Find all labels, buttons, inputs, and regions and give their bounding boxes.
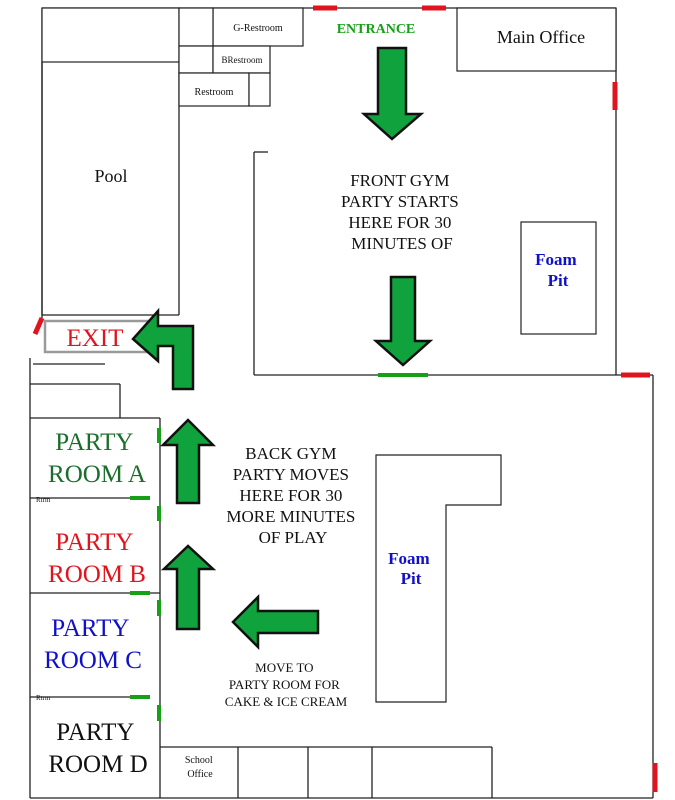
- back-gym-text: BACK GYM PARTY MOVES HERE FOR 30 MORE MI…: [226, 444, 359, 547]
- party-room-d-label: PARTY ROOM D: [48, 719, 147, 778]
- exit-box: [43, 319, 153, 354]
- front-gym-line: HERE FOR 30: [348, 213, 451, 232]
- party-room-a-label: PARTY ROOM A: [48, 429, 146, 488]
- party-room-c-line: PARTY: [51, 615, 129, 642]
- labels: ENTRANCE Main Office G-Restroom BRestroo…: [36, 22, 585, 780]
- b-restroom: [212, 45, 271, 74]
- school-office-line: Office: [187, 769, 213, 780]
- front-gym-line: PARTY STARTS: [341, 192, 459, 211]
- restroom: [178, 72, 250, 107]
- move-to-text: MOVE TO PARTY ROOM FOR CAKE & ICE CREAM: [225, 660, 348, 709]
- move-to-line: PARTY ROOM FOR: [229, 677, 340, 692]
- restroom-label: Restroom: [195, 87, 234, 98]
- arrow-left: [231, 593, 320, 651]
- front-gym-walls: [253, 151, 616, 376]
- front-gym-line: MINUTES OF: [351, 234, 453, 253]
- school-office-label: School Office: [185, 755, 215, 780]
- gym-arrow-down: [372, 275, 434, 367]
- arrow-up-lower: [160, 544, 217, 631]
- g-restroom-label: G-Restroom: [233, 23, 283, 34]
- move-to-line: MOVE TO: [255, 660, 313, 675]
- party-room-b-line: PARTY: [55, 529, 133, 556]
- bottom-rooms: [160, 746, 493, 798]
- back-gym-line: HERE FOR 30: [239, 486, 342, 505]
- main-office-label: Main Office: [497, 27, 585, 47]
- foam-pit-back-label: Foam Pit: [388, 549, 434, 588]
- entrance-label: ENTRANCE: [337, 22, 416, 37]
- exit-area: [30, 319, 160, 419]
- party-room-c-line: ROOM C: [44, 647, 142, 674]
- party-room-c-label: PARTY ROOM C: [44, 615, 142, 674]
- g-restroom: [212, 7, 304, 47]
- main-office: [456, 7, 617, 72]
- restroom-block: [178, 7, 304, 107]
- pool-area: [41, 7, 180, 316]
- exit-label: EXIT: [67, 325, 124, 352]
- party-room-d-line: ROOM D: [48, 751, 147, 778]
- arrow-up-upper: [159, 418, 217, 505]
- back-gym-line: PARTY MOVES: [233, 465, 349, 484]
- red-doors: [32, 5, 658, 792]
- front-gym-text: FRONT GYM PARTY STARTS HERE FOR 30 MINUT…: [341, 171, 463, 253]
- pool-label: Pool: [94, 166, 127, 186]
- move-to-line: CAKE & ICE CREAM: [225, 694, 348, 709]
- entrance-arrow: [360, 46, 425, 141]
- party-room-b-label: PARTY ROOM B: [48, 529, 146, 588]
- foam-pit-front: [520, 221, 597, 335]
- foam-pit-back-line: Foam: [388, 549, 430, 568]
- rtrm-a-label: Rtrm: [36, 496, 51, 504]
- b-restroom-label: BRestroom: [221, 55, 262, 65]
- foam-pit-back: [375, 454, 502, 703]
- foam-pit-back-line: Pit: [401, 569, 422, 588]
- back-gym-line: MORE MINUTES: [226, 507, 355, 526]
- party-room-d-line: PARTY: [56, 719, 134, 746]
- foam-pit-front-line: Pit: [548, 271, 569, 290]
- green-doors: [130, 373, 428, 721]
- exit-arrow: [131, 307, 195, 391]
- foam-pit-front-line: Foam: [535, 250, 577, 269]
- back-gym-line: OF PLAY: [259, 528, 328, 547]
- arrows: [131, 46, 434, 651]
- party-room-a-line: ROOM A: [48, 461, 146, 488]
- party-room-b-line: ROOM B: [48, 561, 146, 588]
- party-room-a-line: PARTY: [55, 429, 133, 456]
- school-office-line: School: [185, 755, 213, 766]
- exit-door: [32, 316, 45, 336]
- foam-pit-front-label: Foam Pit: [535, 250, 581, 290]
- rtrm-c-label: Rtrm: [36, 694, 51, 702]
- front-gym-line: FRONT GYM: [350, 171, 449, 190]
- back-gym-line: BACK GYM: [245, 444, 336, 463]
